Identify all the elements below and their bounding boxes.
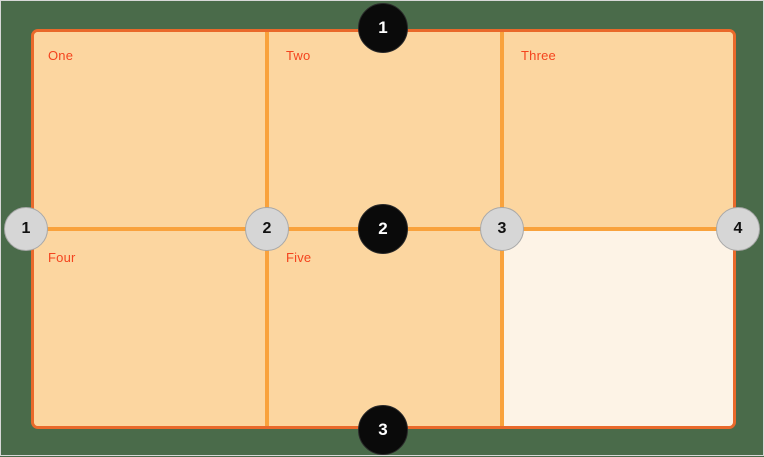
grid-cell-label: Four	[48, 250, 76, 265]
column-handle-1[interactable]: 1	[4, 207, 48, 251]
grid-cell[interactable]	[504, 32, 733, 227]
row-handle-3[interactable]: 3	[358, 405, 408, 455]
column-handle-2[interactable]: 2	[245, 207, 289, 251]
column-handle-4[interactable]: 4	[716, 207, 760, 251]
grid-cell-label: Three	[521, 48, 556, 63]
grid-cell[interactable]	[504, 231, 733, 426]
row-handle-1[interactable]: 1	[358, 3, 408, 53]
grid-cell[interactable]	[269, 231, 500, 426]
column-handle-3[interactable]: 3	[480, 207, 524, 251]
grid-cell[interactable]	[269, 32, 500, 227]
row-handle-2[interactable]: 2	[358, 204, 408, 254]
grid-cell-label: Two	[286, 48, 311, 63]
grid-cell-label: One	[48, 48, 74, 63]
grid-cell[interactable]	[34, 231, 265, 426]
grid-cell-label: Five	[286, 250, 312, 265]
grid-cell[interactable]	[34, 32, 265, 227]
